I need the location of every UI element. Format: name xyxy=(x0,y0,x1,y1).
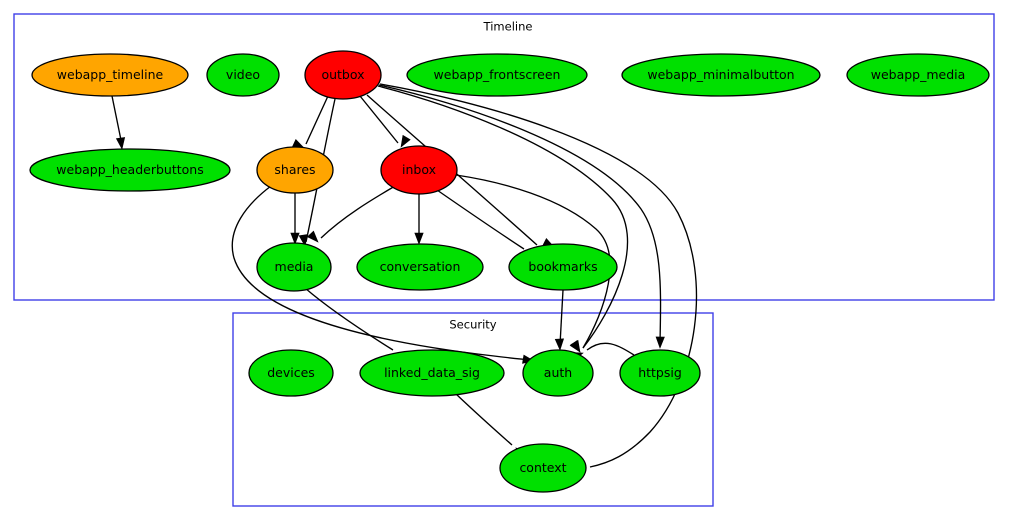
node-shape[interactable] xyxy=(356,243,484,291)
cluster-label-backdrop xyxy=(478,19,538,35)
cluster-label: Security xyxy=(449,318,496,332)
node-inbox[interactable]: inbox xyxy=(380,145,458,195)
cluster-label: Timeline xyxy=(483,20,533,34)
node-context[interactable]: context xyxy=(499,443,587,493)
cluster-timeline: Timeline xyxy=(13,13,995,301)
edge-inbox-to-media xyxy=(306,185,396,243)
edge-line xyxy=(559,289,564,346)
arrowhead-icon xyxy=(400,134,411,148)
node-webapp_headerbuttons[interactable]: webapp_headerbuttons xyxy=(29,148,231,192)
edge-outbox-to-shares xyxy=(291,95,329,149)
arrowhead-icon xyxy=(414,232,424,245)
node-httpsig[interactable]: httpsig xyxy=(619,349,701,397)
cluster-label-backdrop xyxy=(443,317,503,333)
node-shape[interactable] xyxy=(846,53,990,97)
edge-bookmarks-to-auth xyxy=(554,289,565,351)
arrowhead-icon xyxy=(290,232,300,245)
node-shape[interactable] xyxy=(380,145,458,195)
edge-shares-to-media xyxy=(290,193,300,245)
node-shape[interactable] xyxy=(304,50,382,100)
cluster-security: Security xyxy=(232,312,714,507)
node-shape[interactable] xyxy=(248,349,334,397)
edge-media-to-linked_data_sig xyxy=(304,287,410,363)
node-webapp_timeline[interactable]: webapp_timeline xyxy=(31,53,189,97)
edge-line xyxy=(231,185,531,361)
edge-line xyxy=(586,342,635,356)
node-shape[interactable] xyxy=(508,243,618,291)
node-linked_data_sig[interactable]: linked_data_sig xyxy=(359,349,505,397)
arrowhead-icon xyxy=(306,230,319,243)
edge-line xyxy=(378,84,662,344)
edge-outbox-to-inbox xyxy=(359,95,411,148)
edge-line xyxy=(379,83,698,468)
node-webapp_minimalbutton[interactable]: webapp_minimalbutton xyxy=(621,53,821,97)
node-shape[interactable] xyxy=(29,148,231,192)
arrowhead-icon xyxy=(570,339,581,353)
arrowhead-icon xyxy=(655,336,665,349)
node-shares[interactable]: shares xyxy=(256,146,334,194)
arrowhead-icon xyxy=(554,338,565,351)
node-bookmarks[interactable]: bookmarks xyxy=(508,243,618,291)
arrowhead-icon xyxy=(115,137,126,150)
node-webapp_frontscreen[interactable]: webapp_frontscreen xyxy=(406,53,588,97)
node-shape[interactable] xyxy=(619,349,701,397)
node-conversation[interactable]: conversation xyxy=(356,243,484,291)
node-shape[interactable] xyxy=(31,53,189,97)
node-webapp_media[interactable]: webapp_media xyxy=(846,53,990,97)
edge-inbox-to-conversation xyxy=(414,194,424,245)
cluster-border xyxy=(13,13,995,301)
edge-line xyxy=(377,85,629,349)
edge-line xyxy=(436,189,525,250)
edge-line xyxy=(304,287,394,351)
cluster-border xyxy=(232,312,714,507)
edge-webapp_timeline-to-webapp_headerbuttons xyxy=(111,95,126,150)
arrowhead-icon xyxy=(298,234,308,247)
node-media[interactable]: media xyxy=(256,242,332,292)
node-shape[interactable] xyxy=(256,146,334,194)
edge-line xyxy=(111,95,123,146)
node-shape[interactable] xyxy=(206,53,280,97)
node-shape[interactable] xyxy=(359,349,505,397)
node-devices[interactable]: devices xyxy=(248,349,334,397)
node-outbox[interactable]: outbox xyxy=(304,50,382,100)
node-auth[interactable]: auth xyxy=(522,349,594,397)
edge-line xyxy=(359,95,399,144)
edge-line xyxy=(455,393,513,446)
node-shape[interactable] xyxy=(522,349,594,397)
node-layer: webapp_timeline video outbox webapp_frontsc… xyxy=(29,50,990,493)
edge-outbox-to-httpsig xyxy=(378,84,665,349)
node-shape[interactable] xyxy=(406,53,588,97)
edge-line xyxy=(455,174,611,349)
node-shape[interactable] xyxy=(621,53,821,97)
edge-outbox-to-auth xyxy=(377,85,629,353)
edge-line xyxy=(305,95,329,145)
node-shape[interactable] xyxy=(256,242,332,292)
edge-inbox-to-auth xyxy=(455,174,611,353)
node-shape[interactable] xyxy=(499,443,587,493)
edge-line xyxy=(320,185,396,239)
node-video[interactable]: video xyxy=(206,53,280,97)
